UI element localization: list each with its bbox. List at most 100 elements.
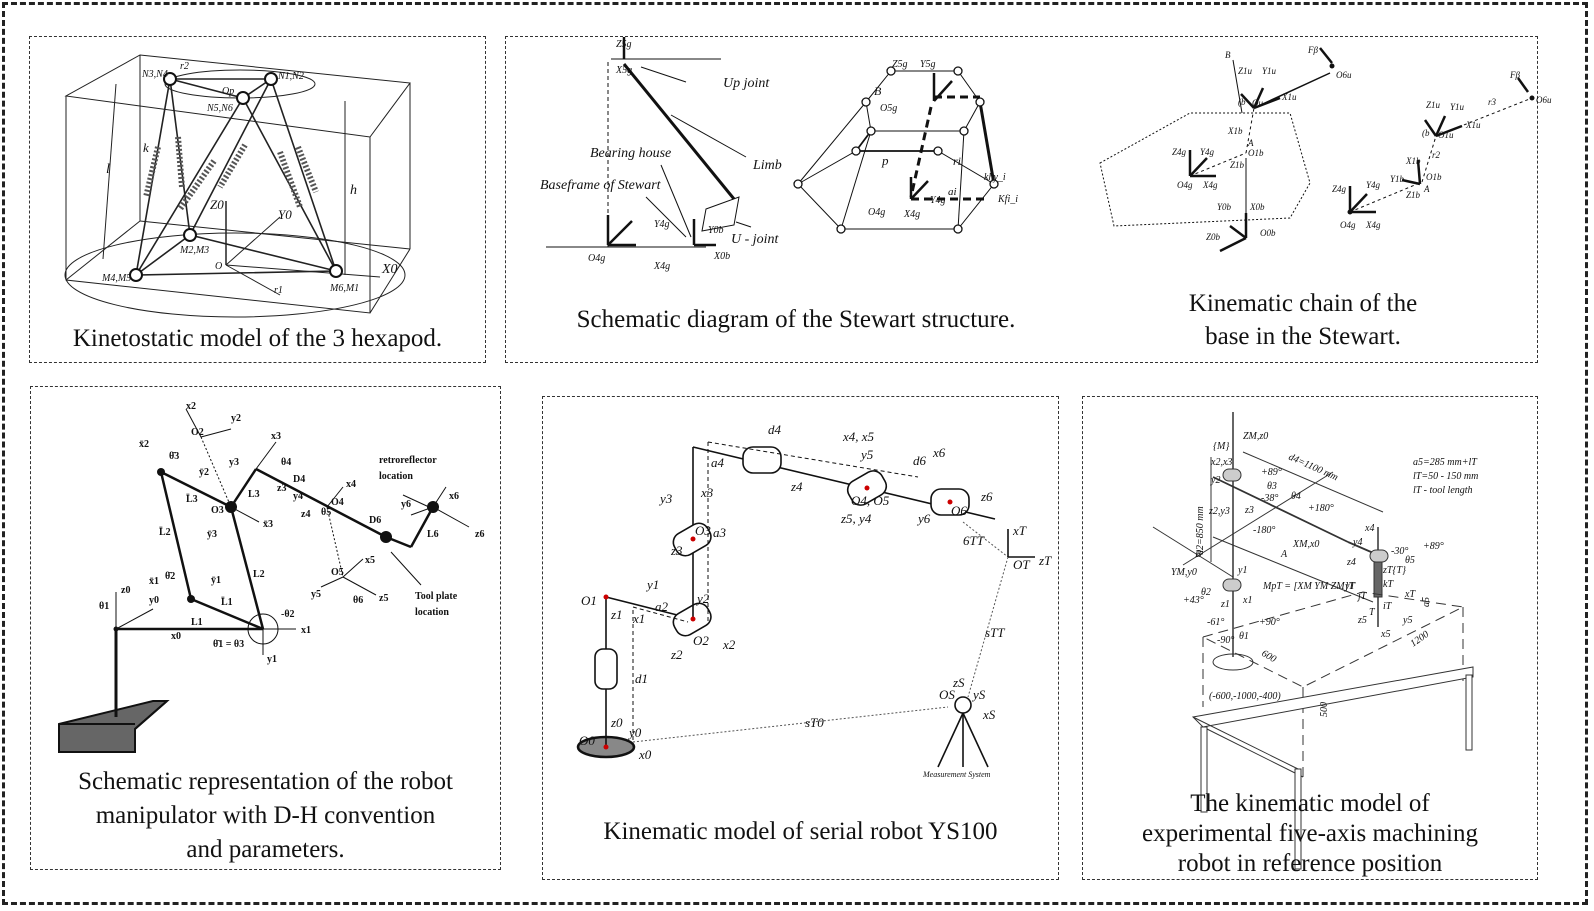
label: X4g — [653, 261, 670, 272]
base-hexagon — [1099, 112, 1311, 227]
label: lT=50 - 150 mm — [1413, 471, 1478, 482]
base-plate — [58, 700, 170, 753]
dotted-guide — [200, 436, 232, 508]
joint — [187, 595, 195, 603]
label: x̄1 — [149, 576, 159, 587]
label: N1,N2 — [277, 71, 304, 82]
label: Up joint — [723, 76, 770, 91]
label: U - joint — [731, 232, 780, 247]
label: Y4g — [1366, 180, 1381, 190]
joint-m6-m1 — [329, 264, 343, 278]
label: k — [143, 140, 149, 155]
y0-axis — [225, 216, 281, 266]
upper-hexagon — [865, 70, 981, 132]
origin-dot — [947, 499, 953, 505]
label: (b — [1238, 97, 1246, 107]
axis-arrow — [1229, 225, 1247, 239]
label: OT — [1013, 557, 1030, 572]
label: ȳ3 — [207, 529, 217, 540]
label: d4=1100 mm — [1287, 452, 1340, 484]
axis-arrow — [1423, 119, 1438, 137]
label: r2 — [1432, 150, 1441, 160]
caption-dh-3: and parameters. — [186, 836, 345, 863]
label: O — [215, 261, 222, 272]
label: O4g — [1177, 180, 1193, 190]
label: Ou — [1252, 98, 1263, 108]
label: Y4g — [930, 195, 946, 206]
label: -90° — [1217, 635, 1234, 646]
label: y2 — [231, 413, 241, 424]
leader — [640, 66, 687, 83]
label: Measurement System — [922, 770, 991, 779]
axis-arrow — [1435, 124, 1463, 138]
label: h — [350, 183, 357, 198]
label: D4 — [293, 474, 305, 485]
dh-manipulator-diagram: x2 y2 O2 x̄2 θ̄3 ȳ2 y3 x3 θ4 L̄3 L3 D4 z… — [58, 401, 484, 753]
label: X4g — [1202, 180, 1218, 190]
label: O4g — [868, 207, 885, 218]
vertex — [953, 224, 963, 234]
label: X0b — [713, 251, 730, 262]
caption-dh-1: Schematic representation of the robot — [78, 768, 453, 795]
label: y4 — [1352, 537, 1362, 548]
label: L2 — [253, 569, 265, 580]
box-front — [65, 96, 371, 314]
label: Kfi_i — [997, 194, 1018, 205]
base-platform — [133, 234, 337, 276]
label: θ4 — [1291, 491, 1301, 502]
panel-five-axis: ZM,z0 {M} x2,x3 d4=1100 mm a5=285 mm+lT … — [1082, 396, 1538, 880]
ys100-diagram: d4 x4, x5 y5 d6 x6 a4 z4 x3 y3 O4, O5 z6… — [576, 422, 1052, 779]
panel-stewart: Z5g X5g Up joint Bearing house Limb Base… — [505, 36, 1538, 363]
caption-kinematic-chain-2: base in the Stewart. — [1205, 323, 1401, 350]
label: z3 — [1244, 505, 1254, 516]
label: Baseframe of Stewart — [540, 178, 662, 193]
label: O2 — [693, 633, 709, 648]
vertex — [975, 97, 985, 107]
label: ZM,z0 — [1243, 431, 1268, 442]
label: z0 — [610, 715, 623, 730]
label: z6 — [980, 489, 993, 504]
chain-link — [1245, 107, 1255, 154]
label: Z1b — [1406, 190, 1421, 200]
axis-arrow — [1434, 115, 1447, 137]
label: x1 — [301, 625, 311, 636]
label: y1 — [645, 577, 659, 592]
label: x0 — [171, 631, 181, 642]
x0-axis — [225, 264, 381, 278]
chain-link — [1421, 135, 1437, 183]
label: a5 — [1421, 597, 1432, 607]
label: X1b — [1227, 126, 1243, 136]
label: ai — [948, 186, 957, 198]
label: xS — [982, 707, 996, 722]
vertex — [793, 179, 803, 189]
axis-arrow — [1240, 93, 1255, 109]
stt-link — [967, 556, 1009, 698]
label: L6 — [427, 529, 439, 540]
label: jT — [1356, 591, 1368, 602]
d4-dim — [1242, 451, 1384, 513]
table-edge — [1202, 726, 1304, 778]
origin-dot — [690, 536, 696, 542]
kinematic-chain-diagram: B Fβ Z1u Y1u O6u (b Ou X1u X1b A Z4g Y4g… — [1099, 45, 1552, 253]
label: x6 — [449, 491, 459, 502]
label: a3 — [713, 525, 727, 540]
label: kT — [1383, 579, 1394, 590]
label: z4 — [1346, 557, 1356, 568]
label: θ4 — [281, 457, 291, 468]
label: y2 — [695, 591, 710, 606]
spring — [277, 150, 303, 209]
y2-axis — [200, 428, 232, 438]
z5-axis — [342, 576, 377, 596]
label: Y4g — [1200, 147, 1215, 157]
caption-dh-2: manipulator with D-H convention — [95, 802, 436, 829]
label: Bearing house — [590, 146, 671, 161]
label: O1u — [1438, 130, 1454, 140]
five-axis-diagram: ZM,z0 {M} x2,x3 d4=1100 mm a5=285 mm+lT … — [1152, 412, 1478, 870]
label: M4,M5 — [101, 273, 131, 284]
label: -θ2 — [281, 609, 295, 620]
base-ellipse — [64, 232, 406, 318]
leg — [189, 78, 272, 236]
label: r2 — [180, 61, 189, 72]
label: z5 — [379, 593, 388, 604]
label: X1b — [1405, 156, 1421, 166]
